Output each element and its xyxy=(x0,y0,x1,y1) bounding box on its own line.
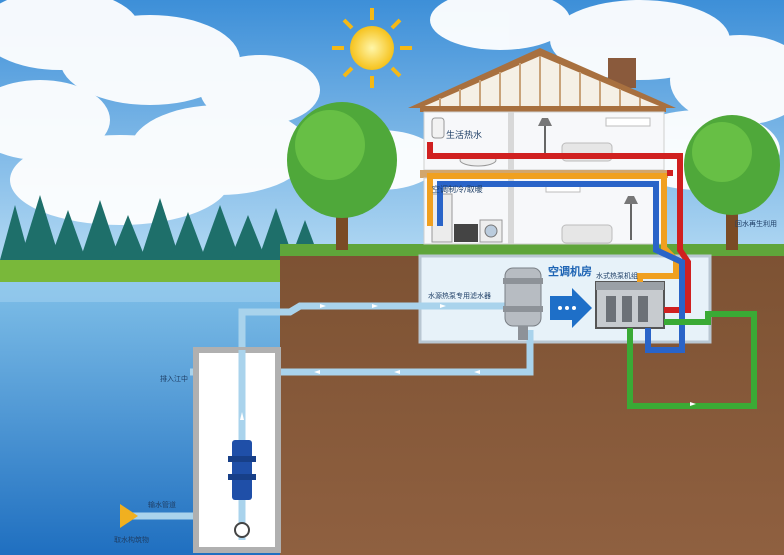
arrow-icon xyxy=(550,288,592,328)
label-recharge-well: 排入江中 xyxy=(160,374,188,383)
tree-icon xyxy=(287,102,397,250)
flow-arrows xyxy=(240,304,696,420)
intake-structure-icon xyxy=(120,504,138,528)
warm-pipe xyxy=(427,173,679,282)
sun-icon xyxy=(332,8,412,88)
pump-icon xyxy=(228,440,256,538)
label-machine-room: 空调机房 xyxy=(548,264,592,278)
label-reuse: 回水再生利用 xyxy=(735,219,777,228)
tree-icon xyxy=(684,115,780,250)
ground-loop-pipe xyxy=(627,311,757,409)
clouds xyxy=(0,0,784,225)
label-domestic-hot-water: 生活热水 xyxy=(446,129,482,141)
label-ac-cooling-heating: 空调制冷/取暖 xyxy=(432,184,483,194)
label-intake-pipe: 输水管道 xyxy=(148,500,176,509)
label-intake-structure: 取水构筑物 xyxy=(114,535,149,544)
cool-pipe xyxy=(437,181,685,353)
label-filter-device: 水源热泵专用滤水器 xyxy=(428,291,491,300)
heat-pump-unit-icon xyxy=(595,281,665,329)
filter-icon xyxy=(503,267,543,340)
label-heat-pump-unit: 水式热泵机组 xyxy=(596,271,638,280)
forest xyxy=(0,195,320,260)
grass-strip xyxy=(0,260,290,282)
hot-water-pipe xyxy=(427,142,691,313)
